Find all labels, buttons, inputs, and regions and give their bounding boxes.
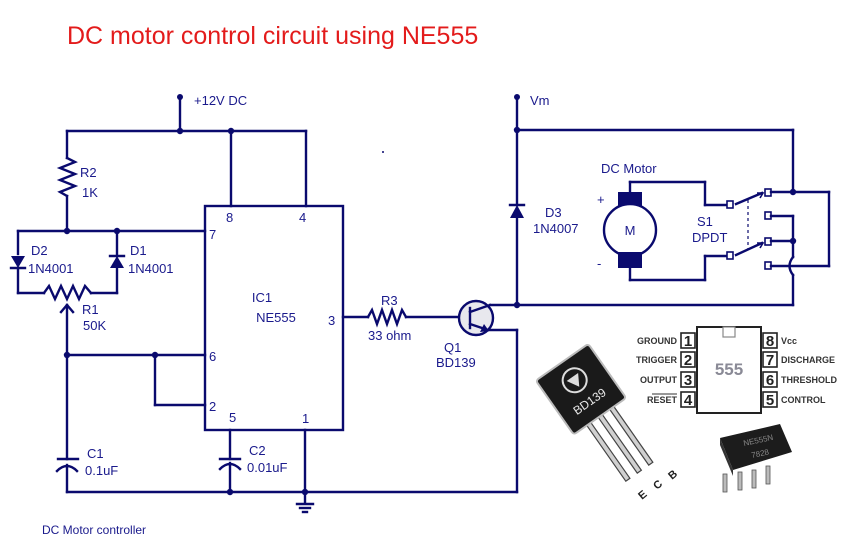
svg-text:3: 3 (684, 372, 692, 389)
discharge-node (16, 227, 207, 235)
c1-ref: C1 (87, 446, 104, 461)
pinout-left-3: 3 OUTPUT (640, 371, 696, 389)
svg-text:1: 1 (684, 333, 692, 350)
svg-text:6: 6 (766, 372, 774, 389)
r1-ref: R1 (82, 302, 99, 317)
pinout-left-4: 4 RESET (647, 391, 696, 409)
pinout-right-6: 6 THRESHOLD (762, 371, 838, 389)
pin-5-label: 5 (229, 410, 236, 425)
vcc-rail (65, 127, 308, 208)
ne555-pinout: 555 1 GROUND 2 TRIGGER 3 OUTPUT 4 RESET … (636, 326, 838, 414)
d3-ref: D3 (545, 205, 562, 220)
vm-terminal: Vm (514, 93, 550, 132)
d1-ref: D1 (130, 243, 147, 258)
r2-ref: R2 (80, 165, 97, 180)
switch-s1: S1 DPDT (692, 180, 831, 307)
pin-3-label: 3 (328, 313, 335, 328)
r3-ref: R3 (381, 293, 398, 308)
transistor-q1: Q1 BD139 (436, 299, 519, 370)
c1-value: 0.1uF (85, 463, 118, 478)
ic1-ne555: 8 4 7 6 2 5 1 3 IC1 NE555 (203, 204, 345, 432)
diode-d3: D3 1N4007 (508, 203, 579, 236)
svg-text:4: 4 (684, 392, 693, 409)
d2-value: 1N4001 (28, 261, 74, 276)
vm-rail (513, 126, 795, 309)
pinout-right-5: 5 CONTROL (762, 391, 826, 409)
resistor-r2: R2 1K (56, 156, 98, 233)
stray-dot (382, 151, 384, 153)
svg-text:CONTROL: CONTROL (781, 395, 826, 405)
d1-value: 1N4001 (128, 261, 174, 276)
svg-text:GROUND: GROUND (637, 336, 677, 346)
svg-text:RESET: RESET (647, 395, 678, 405)
ground-rail (65, 328, 519, 496)
s1-ref: S1 (697, 214, 713, 229)
threshold-trigger-node (63, 351, 207, 461)
diode-d2: D2 1N4001 (9, 229, 74, 295)
diagram-caption: DC Motor controller (42, 523, 146, 537)
pinout-right-7: 7 DISCHARGE (762, 351, 835, 369)
pinout-left-2: 2 TRIGGER (636, 351, 696, 369)
pin-6-label: 6 (209, 349, 216, 364)
s1-value: DPDT (692, 230, 727, 245)
svg-text:THRESHOLD: THRESHOLD (781, 375, 838, 385)
diode-d1: D1 1N4001 (108, 229, 174, 295)
q1-value: BD139 (436, 355, 476, 370)
svg-text:2: 2 (684, 352, 692, 369)
motor-label: DC Motor (601, 161, 657, 176)
dc-motor: DC Motor M + - (597, 161, 707, 282)
lead-e: E (636, 488, 649, 502)
svg-text:TRIGGER: TRIGGER (636, 355, 678, 365)
resistor-r3: R3 33 ohm (341, 293, 460, 343)
motor-minus: - (597, 256, 601, 271)
diagram-title: DC motor control circuit using NE555 (67, 22, 478, 50)
ne555-marking-2: 7828 (751, 447, 771, 460)
ic1-ref: IC1 (252, 290, 272, 305)
svg-text:7: 7 (766, 352, 774, 369)
ground-icon (295, 490, 315, 514)
pinout-left-1: 1 GROUND (637, 332, 696, 350)
svg-text:DISCHARGE: DISCHARGE (781, 355, 835, 365)
pin-2-label: 2 (209, 399, 216, 414)
ne555-dip-photo: NE555N 7828 (720, 424, 792, 493)
lead-b: B (666, 468, 680, 482)
pin-7-label: 7 (209, 227, 216, 242)
bd139-photo: BD139 E C B (536, 344, 680, 502)
svg-text:8: 8 (766, 333, 774, 350)
pinout-chip-label: 555 (715, 360, 743, 379)
c2-value: 0.01uF (247, 460, 288, 475)
r3-value: 33 ohm (368, 328, 411, 343)
motor-plus: + (597, 192, 605, 207)
vcc-label: +12V DC (194, 93, 247, 108)
d3-value: 1N4007 (533, 221, 579, 236)
c2-ref: C2 (249, 443, 266, 458)
svg-text:5: 5 (766, 392, 774, 409)
svg-text:OUTPUT: OUTPUT (640, 375, 678, 385)
pin-8-label: 8 (226, 210, 233, 225)
capacitor-c2: C2 0.01uF (218, 428, 288, 494)
vm-label: Vm (530, 93, 550, 108)
pin-1-label: 1 (302, 411, 309, 426)
pinout-right-8: 8 Vcc (762, 332, 797, 350)
capacitor-c1: C1 0.1uF (55, 446, 118, 494)
d2-ref: D2 (31, 243, 48, 258)
pin-4-label: 4 (299, 210, 306, 225)
svg-text:Vcc: Vcc (781, 336, 797, 346)
lead-c: C (651, 478, 665, 492)
q1-ref: Q1 (444, 340, 461, 355)
potentiometer-r1: R1 50K (16, 283, 119, 358)
r2-value: 1K (82, 185, 98, 200)
vcc-terminal: +12V DC (177, 93, 247, 133)
ic1-value: NE555 (256, 310, 296, 325)
r1-value: 50K (83, 318, 106, 333)
motor-symbol: M (625, 223, 636, 238)
